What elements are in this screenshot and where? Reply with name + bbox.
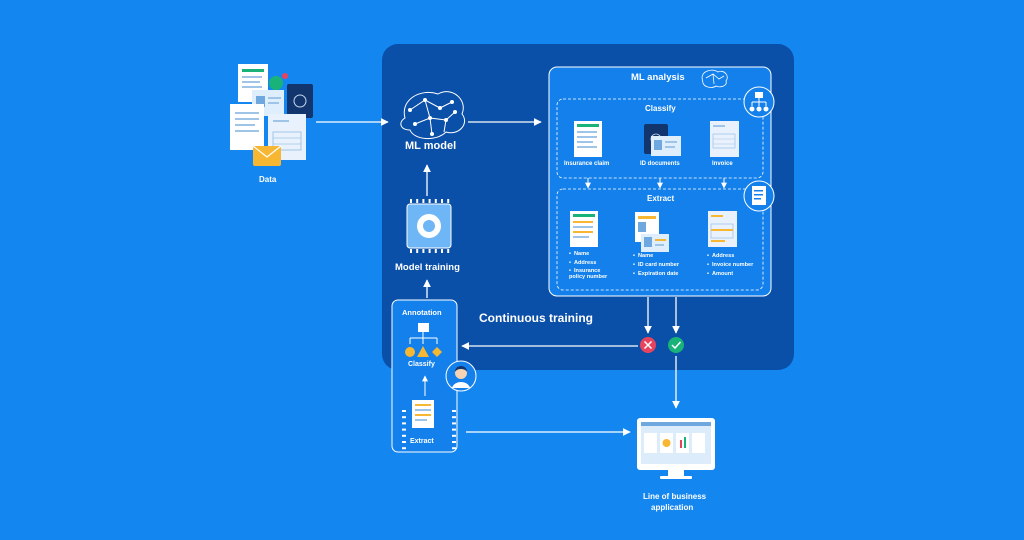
chip-pin	[422, 199, 425, 203]
chip-pin	[402, 422, 406, 425]
chip-pin	[428, 199, 431, 203]
chip-pin	[402, 410, 406, 412]
monitor-dashboard-icon	[637, 418, 715, 479]
line-of-business-label: Line of business	[643, 492, 707, 501]
chip-pin	[434, 199, 437, 203]
classify-item-invoice: Invoice	[712, 161, 733, 167]
extract-label: Extract	[647, 194, 675, 203]
continuous-training-label: Continuous training	[479, 311, 593, 325]
id-documents-icon	[644, 124, 681, 156]
annotation-label: Annotation	[402, 308, 442, 317]
chip-pin	[452, 422, 456, 425]
invoice-extract-doc-icon	[708, 211, 737, 247]
data-label: Data	[259, 175, 277, 184]
analysis-brain-icon	[701, 69, 728, 88]
chip-pin	[410, 249, 412, 253]
documents-stack-icon	[230, 64, 313, 166]
x-circle-icon[interactable]	[640, 337, 656, 353]
field-item: Amount	[707, 270, 767, 279]
field-item: Name	[633, 252, 703, 261]
ml-analysis-label: ML analysis	[631, 72, 685, 83]
document-icon	[743, 180, 775, 212]
chip-pin	[402, 441, 406, 443]
brain-nodes	[408, 98, 457, 136]
field-item: Insurance policy number	[569, 268, 617, 280]
extract-fields-id: Name ID card number Expiration date	[633, 252, 703, 279]
classify-item-insurance: Insurance claim	[564, 161, 610, 167]
chip-pin	[447, 249, 450, 253]
chip-pin	[402, 447, 406, 450]
extract-fields-insurance: Name Address Insurance policy number	[569, 250, 629, 280]
chip-pin	[452, 434, 456, 437]
chip-pin	[416, 249, 419, 253]
chip-pin	[402, 428, 406, 431]
hierarchy-icon	[743, 86, 775, 118]
chip-pin	[422, 249, 425, 253]
gear-chip-icon	[402, 199, 456, 450]
chip-pin	[452, 428, 456, 431]
chip-pin	[447, 199, 450, 203]
model-training-label: Model training	[395, 262, 460, 273]
chip-pin	[452, 416, 456, 419]
extract-box	[556, 188, 764, 291]
chip-pin	[402, 416, 406, 419]
annotation-classify-label: Classify	[408, 361, 435, 368]
chip-pin	[416, 199, 419, 203]
field-item: Address	[569, 259, 629, 268]
check-circle-icon[interactable]	[668, 337, 684, 353]
brain-network-icon	[400, 91, 466, 139]
chip-pin	[428, 249, 431, 253]
field-item: Expiration date	[633, 270, 703, 279]
chip-pin	[402, 434, 406, 437]
id-extract-doc-icon	[635, 212, 669, 252]
extract-fields-invoice: Address Invoice number Amount	[707, 252, 767, 279]
insurance-extract-doc-icon	[570, 211, 598, 247]
classify-item-id: ID documents	[640, 161, 680, 167]
chip-pin	[434, 249, 437, 253]
insurance-claim-doc-icon	[574, 121, 602, 157]
chip-pin	[410, 199, 412, 203]
chip-pin	[441, 249, 443, 253]
annotation-doc-icon	[412, 400, 434, 428]
chip-pin	[452, 441, 456, 443]
field-item: Name	[569, 250, 629, 259]
classify-label: Classify	[645, 104, 676, 113]
application-label: application	[651, 503, 694, 512]
chip-pin	[452, 447, 456, 450]
field-item: Address	[707, 252, 767, 261]
field-item: ID card number	[633, 261, 703, 270]
invoice-doc-icon	[710, 121, 739, 157]
annotation-hierarchy-icon	[405, 323, 442, 357]
chip-pin	[441, 199, 443, 203]
person-avatar-icon	[445, 360, 477, 392]
chip-pin	[452, 410, 456, 412]
annotation-extract-label: Extract	[410, 438, 434, 445]
ml-model-label: ML model	[405, 140, 457, 152]
field-item: Invoice number	[707, 261, 767, 270]
